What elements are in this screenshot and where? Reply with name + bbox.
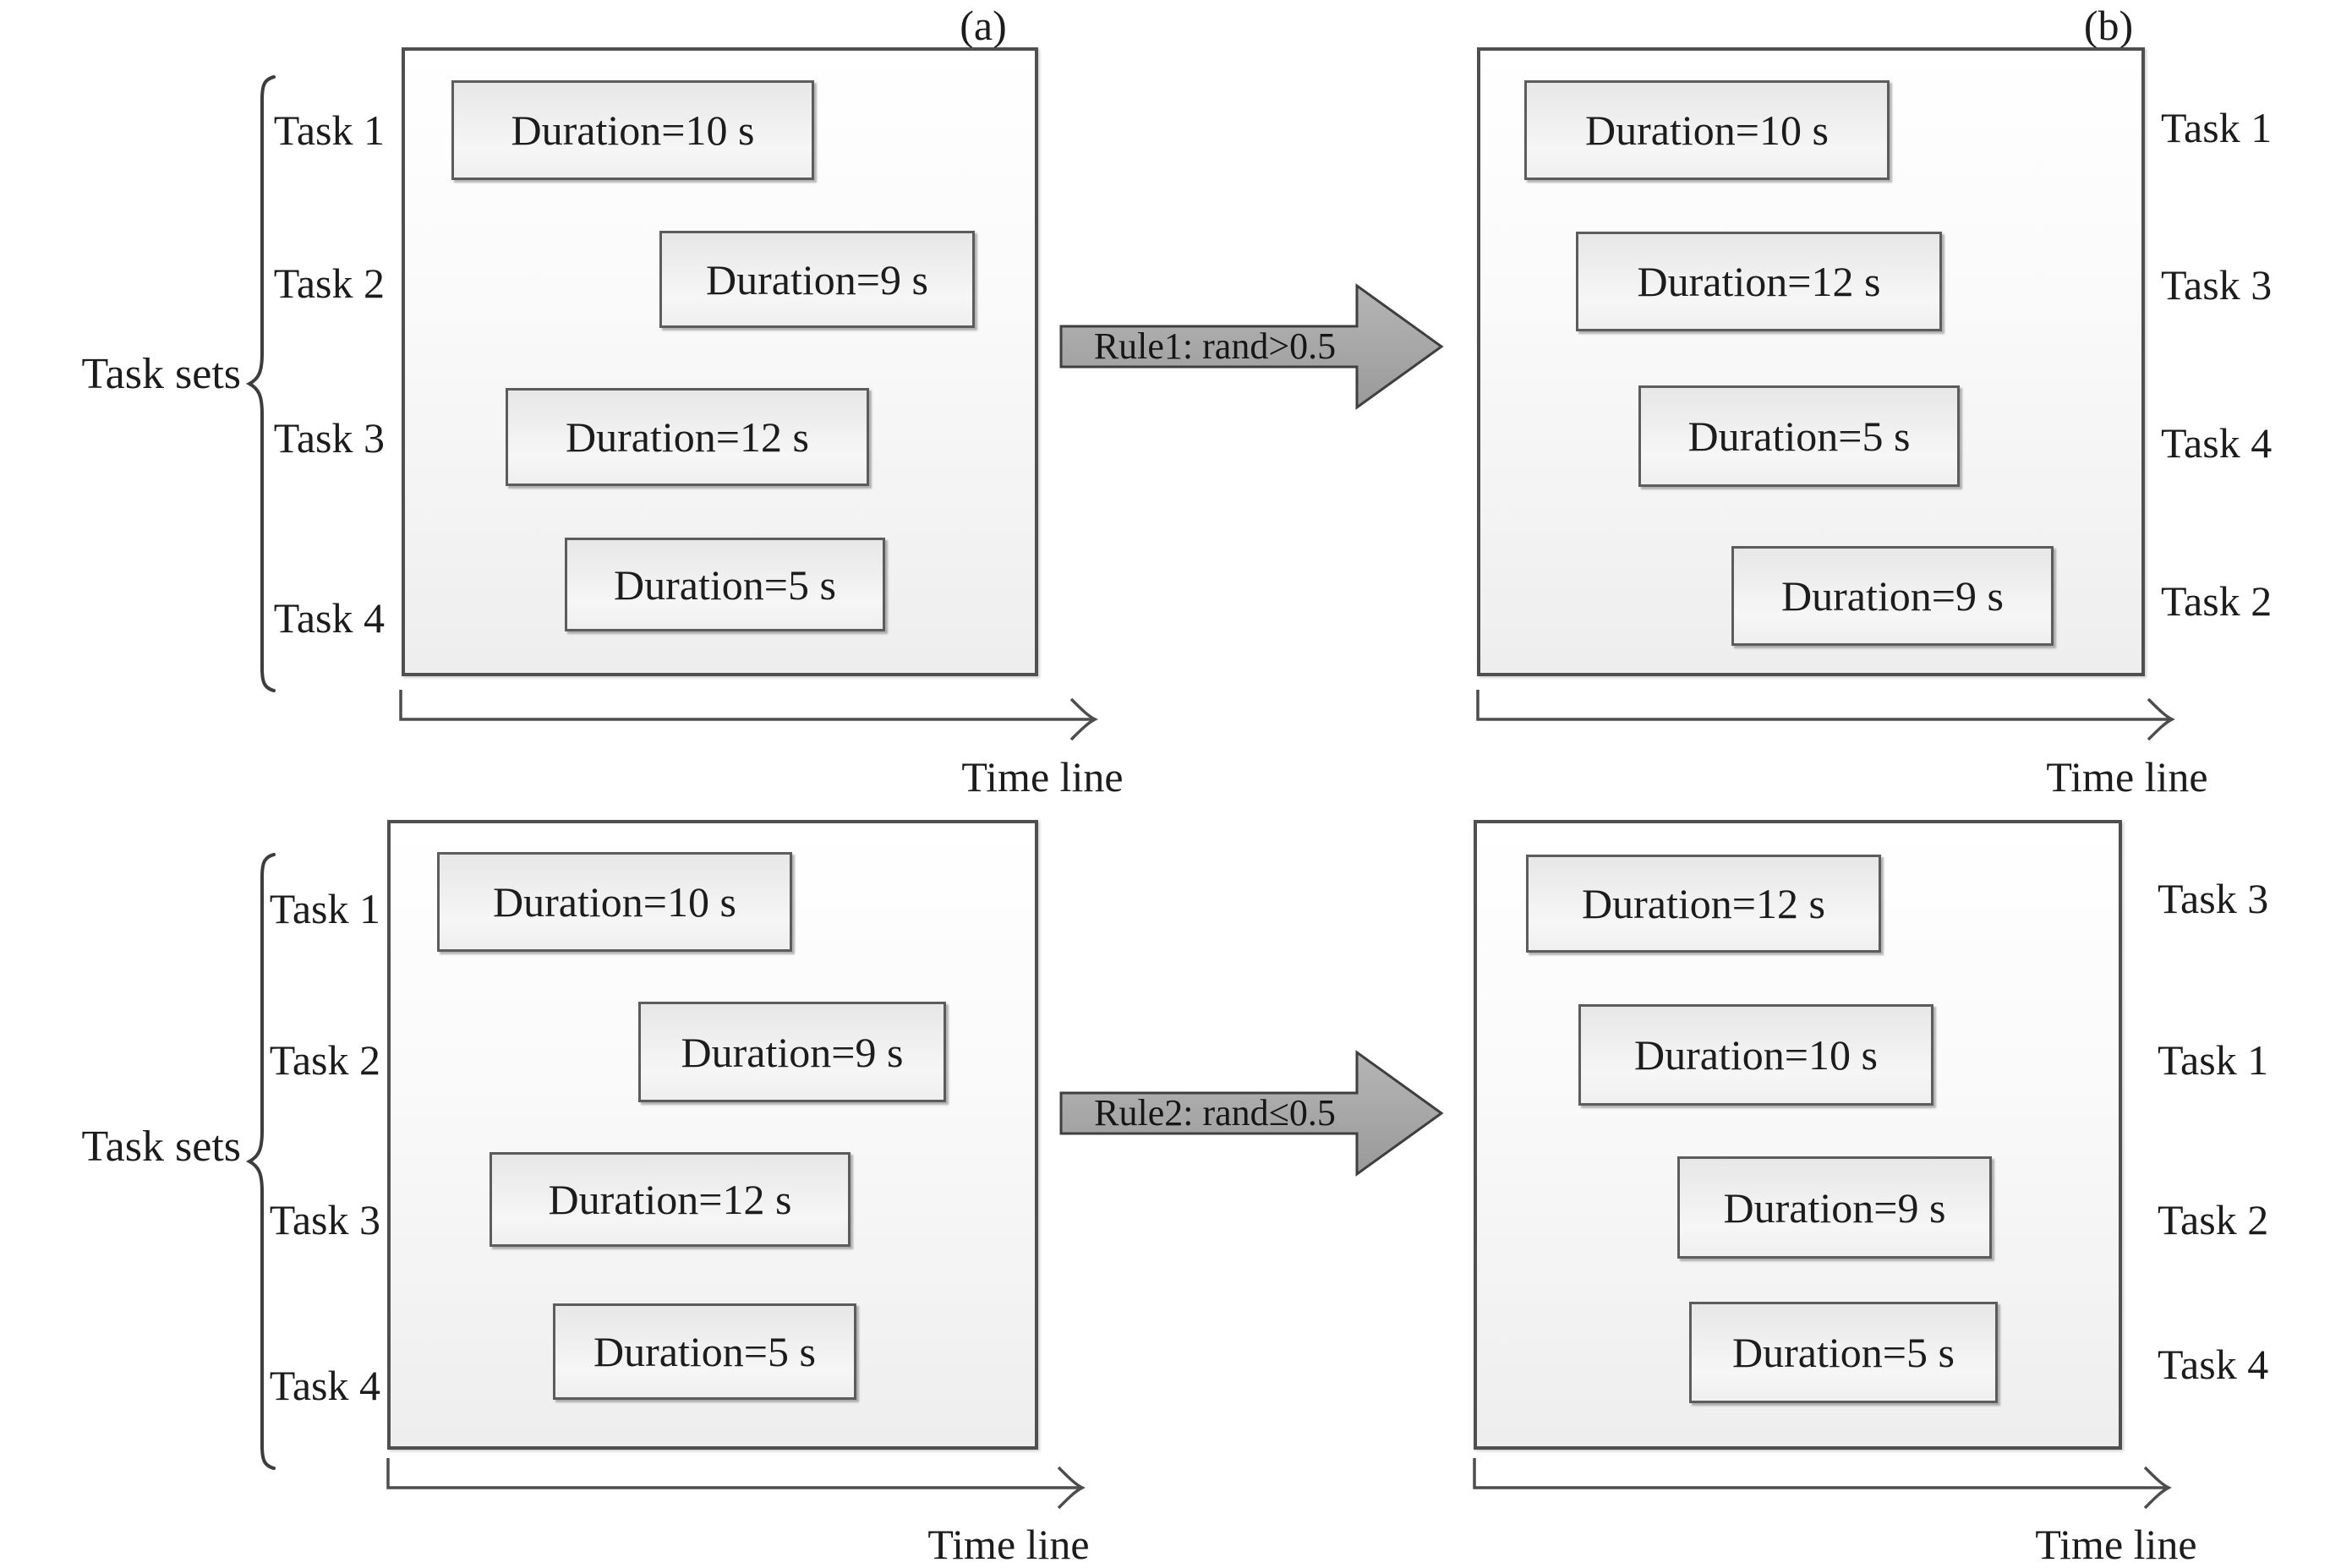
task-row-label: Task 3 (2161, 261, 2273, 309)
duration-box: Duration=10 s (1524, 80, 1890, 180)
task-sets-brace (245, 75, 276, 692)
duration-box: Duration=10 s (1578, 1004, 1933, 1106)
task-row-label: Task 1 (2161, 104, 2273, 151)
task-row-label: Task 4 (269, 1362, 380, 1409)
task-sets-label: Task sets (81, 1123, 241, 1171)
task-sets-label: Task sets (81, 350, 241, 398)
duration-box: Duration=9 s (638, 1002, 946, 1102)
column-label-a: (a) (960, 2, 1007, 49)
timeline-axis (399, 690, 1098, 741)
timeline-label: Time line (2035, 1521, 2197, 1568)
duration-box: Duration=9 s (1731, 546, 2054, 646)
task-row-label: Task 1 (273, 107, 385, 154)
duration-box: Duration=10 s (437, 852, 792, 952)
rule2-arrow: Rule2: rand≤0.5 (1059, 1041, 1448, 1185)
duration-box: Duration=9 s (1677, 1156, 1992, 1259)
task-row-label: Task 3 (2158, 875, 2269, 922)
column-label-b: (b) (2083, 2, 2134, 49)
timeline-label: Time line (2046, 753, 2208, 800)
task-row-label: Task 3 (269, 1196, 380, 1243)
task-row-label: Task 2 (2158, 1196, 2269, 1243)
task-sets-brace (245, 853, 276, 1470)
panel-top-right: Duration=10 s Duration=12 s Duration=5 s… (1477, 47, 2145, 676)
timeline-label: Time line (927, 1521, 1090, 1568)
duration-box: Duration=5 s (1689, 1302, 1998, 1403)
rule-arrow-shape (1059, 283, 1444, 410)
task-row-label: Task 1 (269, 885, 380, 932)
duration-box: Duration=12 s (490, 1152, 851, 1247)
task-row-label: Task 2 (2161, 577, 2273, 625)
timeline-label: Time line (961, 753, 1124, 800)
panel-bottom-right: Duration=12 s Duration=10 s Duration=9 s… (1474, 820, 2122, 1450)
task-row-label: Task 1 (2158, 1036, 2269, 1084)
duration-box: Duration=10 s (451, 80, 814, 180)
task-row-label: Task 2 (273, 260, 385, 307)
task-row-label: Task 2 (269, 1036, 380, 1084)
rule1-arrow: Rule1: rand>0.5 (1059, 275, 1448, 418)
duration-box: Duration=12 s (1526, 855, 1881, 953)
duration-box: Duration=12 s (506, 388, 869, 486)
timeline-axis (1473, 1458, 2172, 1510)
duration-box: Duration=5 s (565, 538, 885, 631)
duration-box: Duration=5 s (1638, 385, 1960, 487)
panel-bottom-left: Duration=10 s Duration=9 s Duration=12 s… (387, 820, 1038, 1450)
timeline-axis (1476, 690, 2175, 741)
task-row-label: Task 4 (2158, 1341, 2269, 1388)
task-row-label: Task 4 (273, 594, 385, 642)
timeline-axis (386, 1458, 1086, 1510)
duration-box: Duration=12 s (1576, 232, 1942, 331)
rule1-label: Rule1: rand>0.5 (1093, 325, 1337, 367)
panel-top-left: Duration=10 s Duration=9 s Duration=12 s… (402, 47, 1038, 676)
task-row-label: Task 3 (273, 414, 385, 462)
duration-box: Duration=9 s (659, 231, 975, 328)
rule2-label: Rule2: rand≤0.5 (1094, 1092, 1336, 1134)
task-row-label: Task 4 (2161, 419, 2273, 467)
duration-box: Duration=5 s (553, 1303, 856, 1400)
rule-arrow-shape (1059, 1050, 1444, 1177)
